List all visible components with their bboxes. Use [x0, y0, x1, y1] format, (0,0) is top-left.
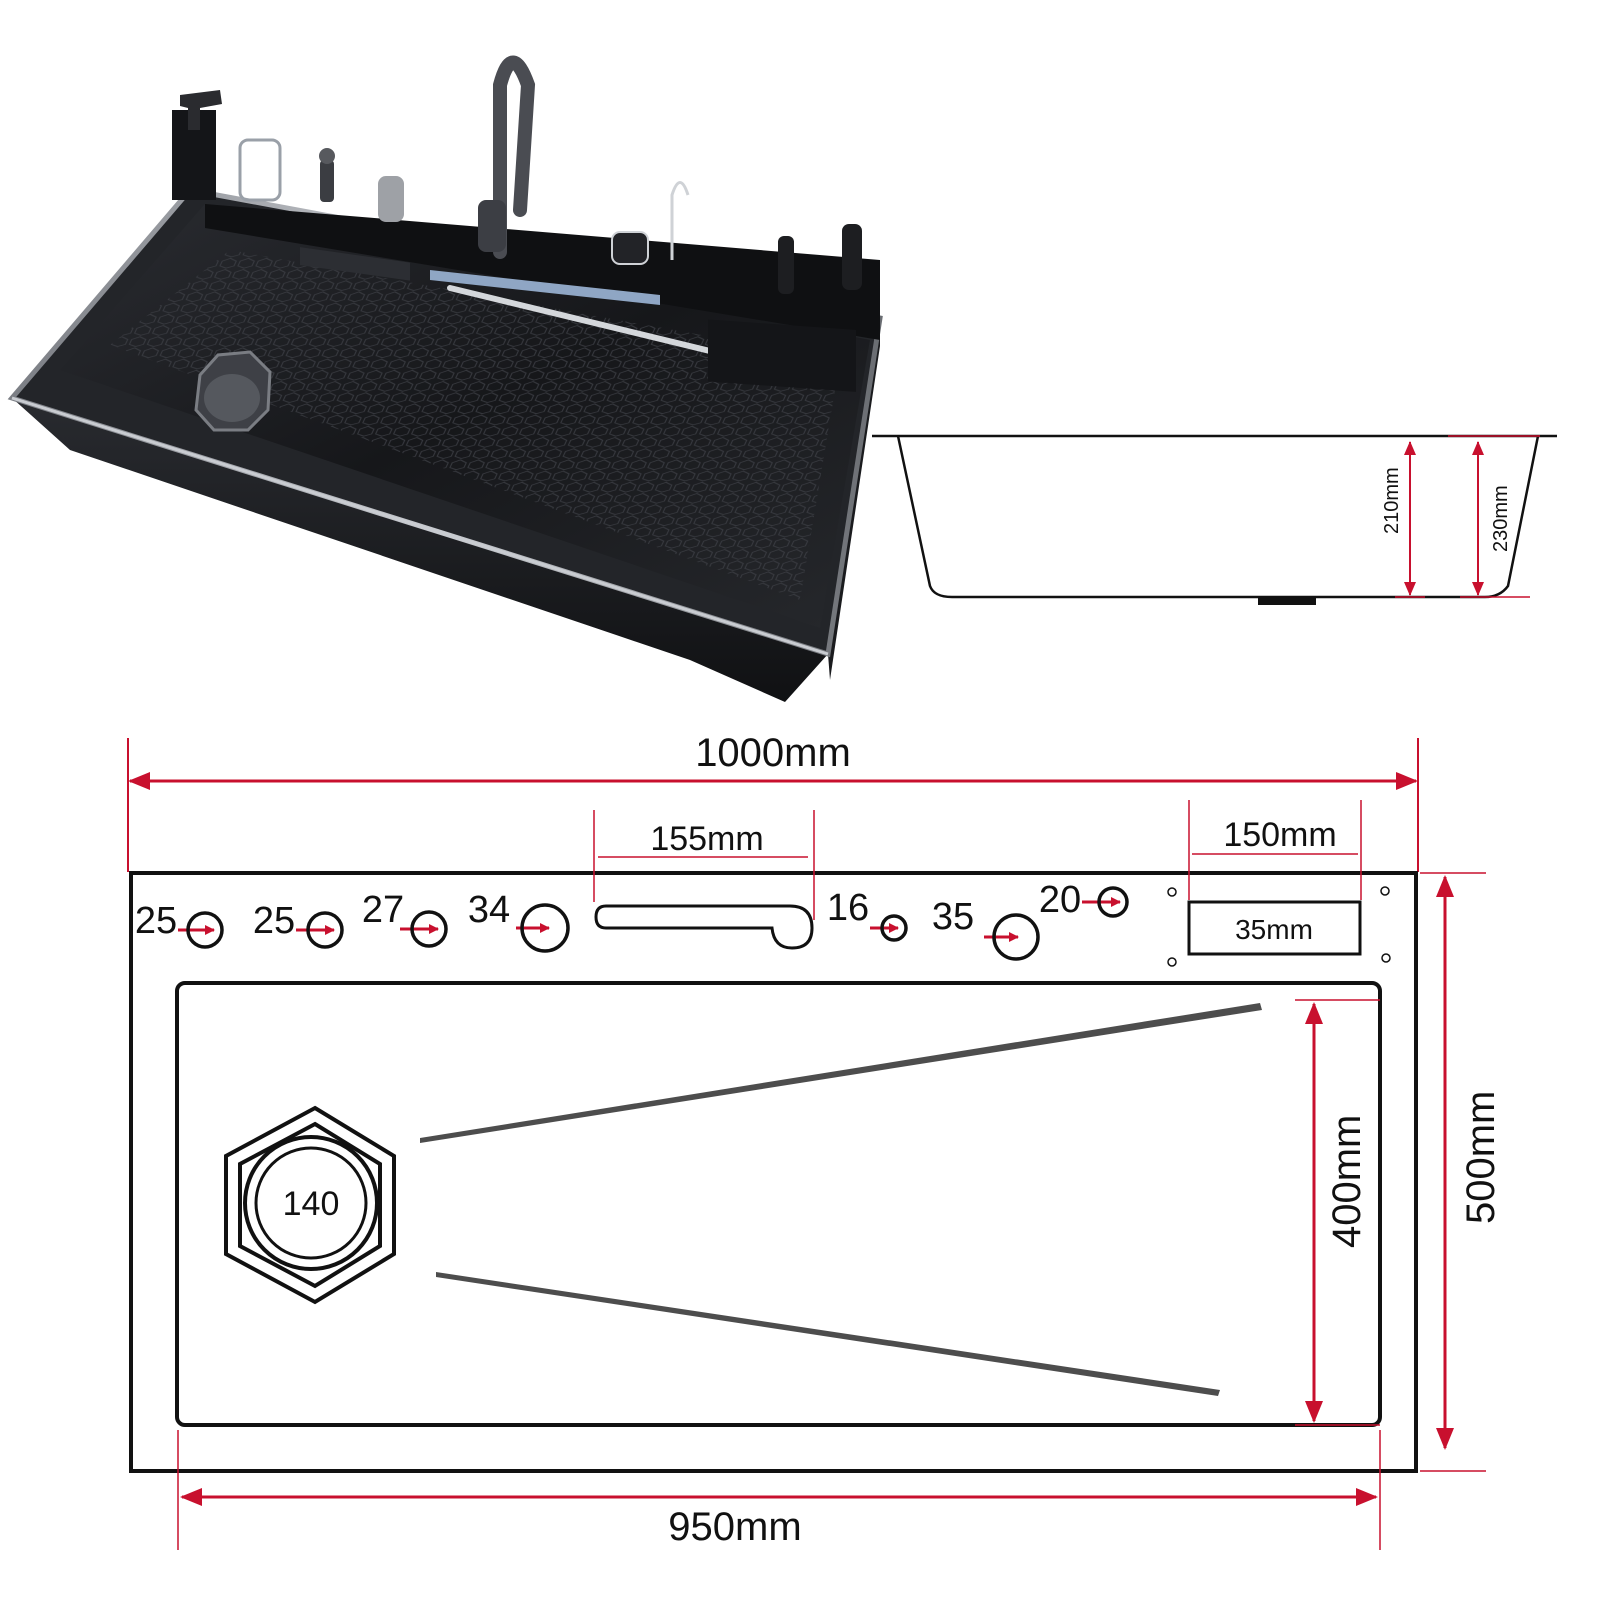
tap-hole — [186, 911, 224, 949]
sink-product-render — [7, 55, 883, 702]
button-switch — [378, 176, 404, 222]
soap-dispenser-cap — [319, 148, 335, 164]
tap-hole — [410, 910, 448, 948]
drain-cap — [204, 374, 260, 422]
overall-depth-label: 500mm — [1459, 1091, 1503, 1224]
waterfall-slot-label: 155mm — [650, 820, 763, 858]
inner-depth-label: 210mm — [1381, 467, 1403, 534]
tap-hole — [1097, 886, 1129, 918]
knife-block-width-label: 150mm — [1223, 816, 1336, 854]
soap-dispenser — [320, 160, 334, 202]
drain-ring-inner — [254, 1146, 368, 1260]
sink-back-deck — [205, 204, 880, 340]
knife-handle-1 — [778, 236, 794, 294]
tap-hole — [306, 911, 344, 949]
hole-label: 35 — [932, 896, 974, 938]
side-view-bowl-outline — [896, 435, 1540, 599]
bowl-width-label: 950mm — [668, 1505, 801, 1549]
faucet-neck — [493, 55, 536, 259]
side-view-drain — [1258, 597, 1316, 605]
knife-block — [708, 319, 856, 392]
waterfall-fan-upper — [420, 1003, 1262, 1143]
waterfall-fan-lower — [436, 1272, 1220, 1396]
hole-label: 27 — [362, 889, 404, 931]
accessory-tray — [300, 247, 410, 281]
outer-depth-label: 230mm — [1490, 485, 1512, 552]
tap-hole — [992, 913, 1040, 961]
drain-hex-outer — [224, 1105, 396, 1305]
mount-screw-1 — [1167, 887, 1177, 897]
hole-label: 25 — [253, 900, 295, 942]
knife-block-slot — [1187, 900, 1362, 956]
waterfall-slot-shape — [594, 904, 814, 950]
drain-diameter-label: 140 — [283, 1185, 340, 1223]
mount-screw-3 — [1167, 957, 1177, 967]
faucet-head — [478, 200, 506, 252]
glass-rinser — [238, 138, 282, 202]
bowl-inner-outline — [175, 981, 1382, 1427]
side-view-profile: 210mm 230mm — [872, 434, 1557, 605]
knife-block-depth-label: 35mm — [1235, 914, 1313, 945]
drain-hexagon: 140 — [224, 1105, 396, 1305]
temperature-display — [611, 231, 649, 265]
hole-label: 20 — [1039, 879, 1081, 921]
mount-screw-4 — [1381, 953, 1391, 963]
knife-handle-2 — [842, 224, 862, 290]
sprayer-icon — [180, 90, 222, 130]
tap-hole — [520, 903, 570, 953]
sink-outer-outline — [129, 871, 1418, 1473]
waterfall-outlet — [430, 270, 660, 305]
front-edge-highlight — [11, 396, 829, 656]
tap-hole — [880, 914, 908, 942]
overall-width-label: 1000mm — [695, 731, 851, 775]
bowl-depth-label: 400mm — [1325, 1115, 1369, 1248]
drain-hex-inner — [238, 1121, 382, 1289]
hole-label: 16 — [827, 887, 869, 929]
hole-label: 34 — [468, 889, 510, 931]
drain-ring-outer — [243, 1135, 379, 1271]
mount-screw-2 — [1380, 886, 1390, 896]
tap-holes: 25 25 27 34 16 35 20 — [135, 879, 1129, 961]
hole-label: 25 — [135, 900, 177, 942]
top-view-drawing: 1000mm 155mm 150mm 35mm 25 25 27 — [127, 731, 1503, 1550]
water-purifier-tap — [670, 181, 690, 260]
